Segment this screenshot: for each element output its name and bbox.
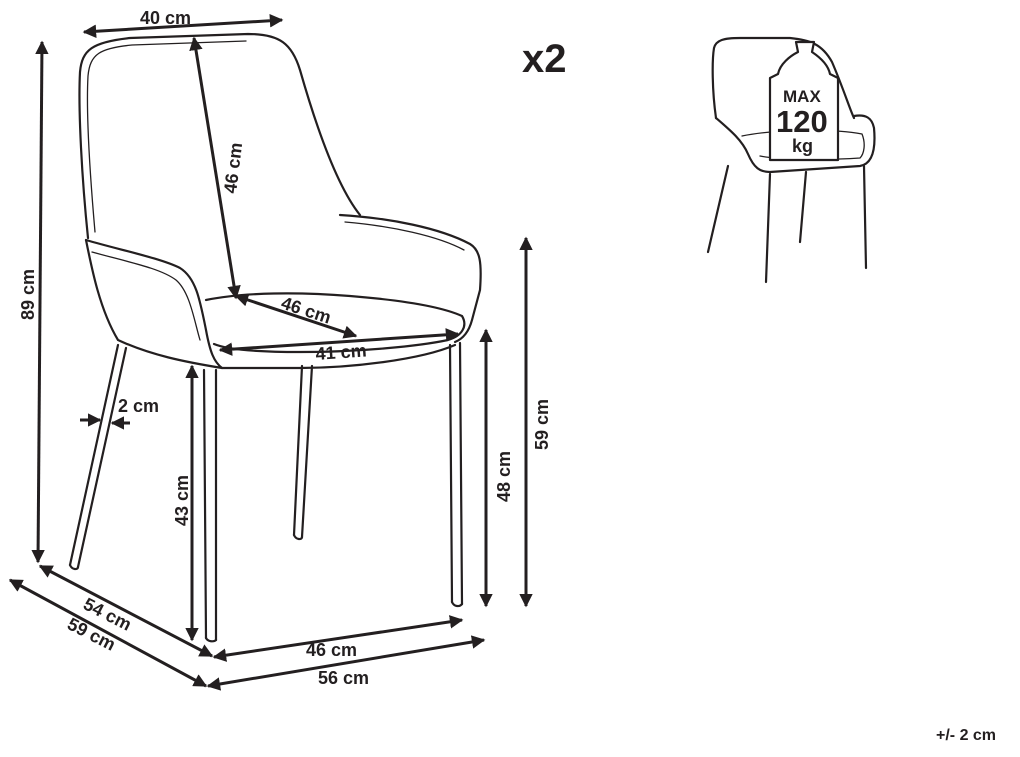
leg-front-right xyxy=(202,368,218,642)
vase-icon xyxy=(768,40,840,162)
label-seat-depth: 46 cm xyxy=(279,293,334,328)
backrest xyxy=(78,32,362,240)
dim-line-width-outer xyxy=(206,635,486,691)
backrest-inner-edge xyxy=(86,40,247,233)
max-weight-unit: kg xyxy=(792,136,813,156)
tolerance-label: +/- 2 cm xyxy=(936,727,996,744)
label-leg-thickness: 2 cm xyxy=(118,396,159,416)
dim-line-back-height xyxy=(189,36,241,300)
max-label: MAX xyxy=(783,87,821,106)
small-chair-legs xyxy=(706,164,868,284)
label-armrest-height-high: 59 cm xyxy=(532,399,552,450)
leg-back-far xyxy=(448,341,464,606)
right-armrest-inner xyxy=(344,221,465,251)
dim-line-back-width xyxy=(82,13,284,39)
dim-line-seat-width xyxy=(218,328,460,356)
label-width-inner: 46 cm xyxy=(306,640,357,660)
label-seat-height: 43 cm xyxy=(172,475,192,526)
small-chair-back xyxy=(711,36,856,120)
max-load-illustration: MAX 120 kg xyxy=(706,36,876,284)
right-armrest xyxy=(338,213,482,344)
dimension-lines xyxy=(8,13,533,691)
label-width-outer: 56 cm xyxy=(318,668,369,688)
dim-line-depth-outer xyxy=(8,578,208,688)
shell-front xyxy=(84,238,224,370)
label-total-height: 89 cm xyxy=(18,269,38,320)
dimension-labels: 40 cm 46 cm 89 cm 46 cm 41 cm 2 cm 43 cm… xyxy=(18,8,552,688)
small-chair-shell xyxy=(714,114,876,174)
dim-line-total-height xyxy=(31,40,49,564)
max-weight-value: 120 xyxy=(776,104,828,139)
copies-label: x2 xyxy=(522,37,567,81)
label-back-width: 40 cm xyxy=(140,8,191,28)
label-armrest-height-low: 48 cm xyxy=(494,451,514,502)
label-back-height: 46 cm xyxy=(220,141,246,194)
label-seat-width: 41 cm xyxy=(315,340,367,364)
left-armrest-inner xyxy=(91,251,201,341)
leg-back-right xyxy=(292,364,314,539)
leg-front-left xyxy=(68,343,128,569)
left-armrest xyxy=(84,238,457,370)
